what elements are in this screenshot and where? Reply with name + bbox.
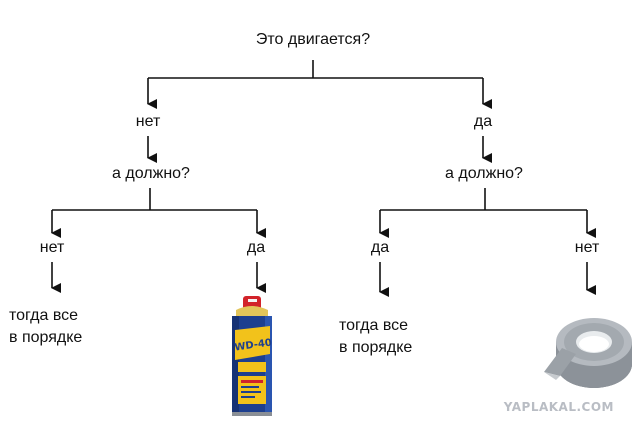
result-line: в порядке bbox=[339, 339, 413, 356]
duct-tape-roll-icon bbox=[544, 318, 632, 388]
right-question: а должно? bbox=[445, 165, 523, 182]
watermark: YAPLAKAL.COM bbox=[503, 400, 614, 414]
left-answer: нет bbox=[135, 113, 161, 130]
right-answer: да bbox=[473, 113, 493, 130]
result-line: в порядке bbox=[9, 329, 83, 346]
left-no-answer: нет bbox=[39, 239, 65, 256]
right-yes-result: тогда все в порядке bbox=[339, 315, 412, 359]
result-line: тогда все bbox=[9, 307, 79, 324]
root-question: Это двигается? bbox=[255, 31, 371, 48]
left-yes-answer: да bbox=[246, 239, 266, 256]
left-question: а должно? bbox=[112, 165, 190, 182]
result-line: тогда все bbox=[339, 317, 409, 334]
right-no-answer: нет bbox=[574, 239, 600, 256]
wd40-can-icon: WD-40 bbox=[232, 296, 273, 416]
wd40-can-label: WD-40 bbox=[234, 337, 273, 353]
left-no-result: тогда все в порядке bbox=[9, 305, 82, 349]
right-yes-answer: да bbox=[370, 239, 390, 256]
